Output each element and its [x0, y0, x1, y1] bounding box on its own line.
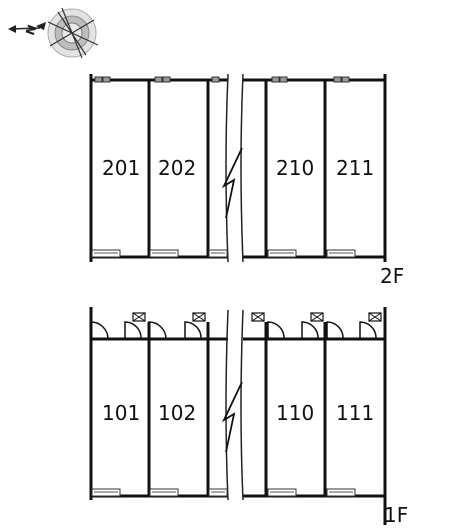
unit-101-label: 101	[102, 401, 140, 425]
floor-1f-label: 1F	[384, 503, 408, 527]
unit-211-label: 211	[336, 156, 374, 180]
floor-1f: 101 102 110 111 1F	[89, 307, 408, 527]
unit-110-label: 110	[276, 401, 314, 425]
compass-rose-icon: N	[8, 7, 99, 59]
unit-202-label: 202	[158, 156, 196, 180]
floor-2f-label: 2F	[380, 264, 404, 288]
unit-102-label: 102	[158, 401, 196, 425]
unit-201-label: 201	[102, 156, 140, 180]
compass-north-label: N	[23, 23, 40, 37]
unit-111-label: 111	[336, 401, 374, 425]
floor-2f: 201 202 210 211 2F	[89, 73, 404, 288]
unit-210-label: 210	[276, 156, 314, 180]
